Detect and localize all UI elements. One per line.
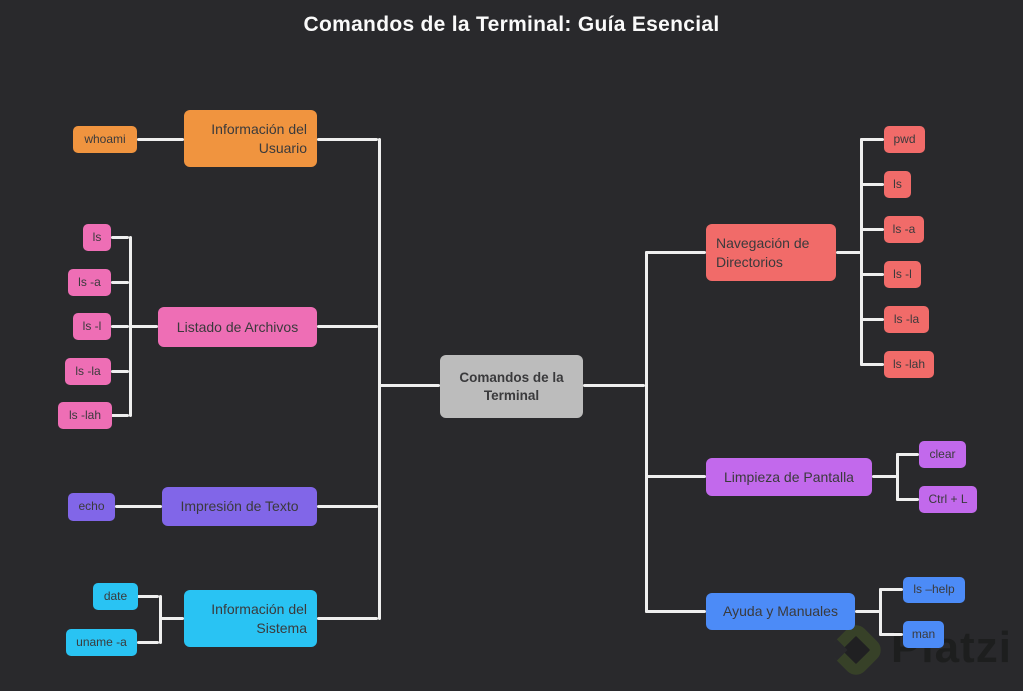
connector-line — [137, 641, 159, 644]
node-l-ls-lah[interactable]: ls -lah — [58, 402, 112, 429]
node-r-pwd[interactable]: pwd — [884, 126, 925, 153]
node-r-ls-la[interactable]: ls -la — [884, 306, 929, 333]
node-l-ls-a[interactable]: ls -a — [68, 269, 111, 296]
connector-line — [872, 475, 897, 478]
node-listado-archivos[interactable]: Listado de Archivos — [158, 307, 317, 347]
node-echo[interactable]: echo — [68, 493, 115, 521]
connector-line — [645, 610, 706, 613]
connector-line — [879, 633, 903, 636]
connector-line — [645, 251, 648, 613]
connector-line — [378, 384, 440, 387]
connector-line — [317, 138, 378, 141]
node-whoami[interactable]: whoami — [73, 126, 137, 153]
node-uname-a[interactable]: uname -a — [66, 629, 137, 656]
node-l-ls[interactable]: ls — [83, 224, 111, 251]
node-ctrl-l[interactable]: Ctrl + L — [919, 486, 977, 513]
connector-line — [855, 610, 880, 613]
node-l-ls-la[interactable]: ls -la — [65, 358, 111, 385]
connector-line — [137, 138, 184, 141]
connector-line — [111, 370, 129, 373]
connector-line — [111, 281, 129, 284]
connector-line — [111, 325, 129, 328]
connector-line — [879, 588, 903, 591]
connector-line — [896, 498, 919, 501]
node-l-ls-l[interactable]: ls -l — [73, 313, 111, 340]
connector-line — [860, 138, 884, 141]
node-r-ls[interactable]: ls — [884, 171, 911, 198]
connector-line — [645, 475, 706, 478]
connector-line — [137, 595, 159, 598]
node-navegacion-directorios[interactable]: Navegación de Directorios — [706, 224, 836, 281]
connector-line — [317, 505, 378, 508]
connector-line — [860, 228, 884, 231]
node-date[interactable]: date — [93, 583, 138, 610]
connector-line — [896, 453, 919, 456]
node-root[interactable]: Comandos de la Terminal — [440, 355, 583, 418]
node-impresion-texto[interactable]: Impresión de Texto — [162, 487, 317, 526]
connector-line — [860, 318, 884, 321]
connector-line — [583, 384, 645, 387]
node-r-ls-l[interactable]: ls -l — [884, 261, 921, 288]
node-ls-help[interactable]: ls –help — [903, 577, 965, 603]
connector-line — [645, 251, 706, 254]
connector-line — [896, 453, 899, 501]
node-man[interactable]: man — [903, 621, 944, 648]
node-r-ls-a[interactable]: ls -a — [884, 216, 924, 243]
diagram-title: Comandos de la Terminal: Guía Esencial — [303, 13, 720, 36]
connector-line — [115, 505, 162, 508]
node-limpieza-pantalla[interactable]: Limpieza de Pantalla — [706, 458, 872, 496]
connector-line — [129, 325, 158, 328]
connector-line — [860, 183, 884, 186]
connector-line — [111, 414, 129, 417]
connector-line — [860, 273, 884, 276]
node-info-usuario[interactable]: Información del Usuario — [184, 110, 317, 167]
connector-line — [860, 363, 884, 366]
connector-line — [879, 588, 882, 636]
connector-line — [836, 251, 861, 254]
connector-line — [317, 617, 378, 620]
node-clear[interactable]: clear — [919, 441, 966, 468]
node-info-sistema[interactable]: Información del Sistema — [184, 590, 317, 647]
connector-line — [317, 325, 378, 328]
connector-line — [159, 617, 184, 620]
node-r-ls-lah[interactable]: ls -lah — [884, 351, 934, 378]
connector-line — [111, 236, 129, 239]
node-ayuda-manuales[interactable]: Ayuda y Manuales — [706, 593, 855, 630]
connector-line — [378, 138, 381, 620]
connector-line — [860, 138, 863, 366]
